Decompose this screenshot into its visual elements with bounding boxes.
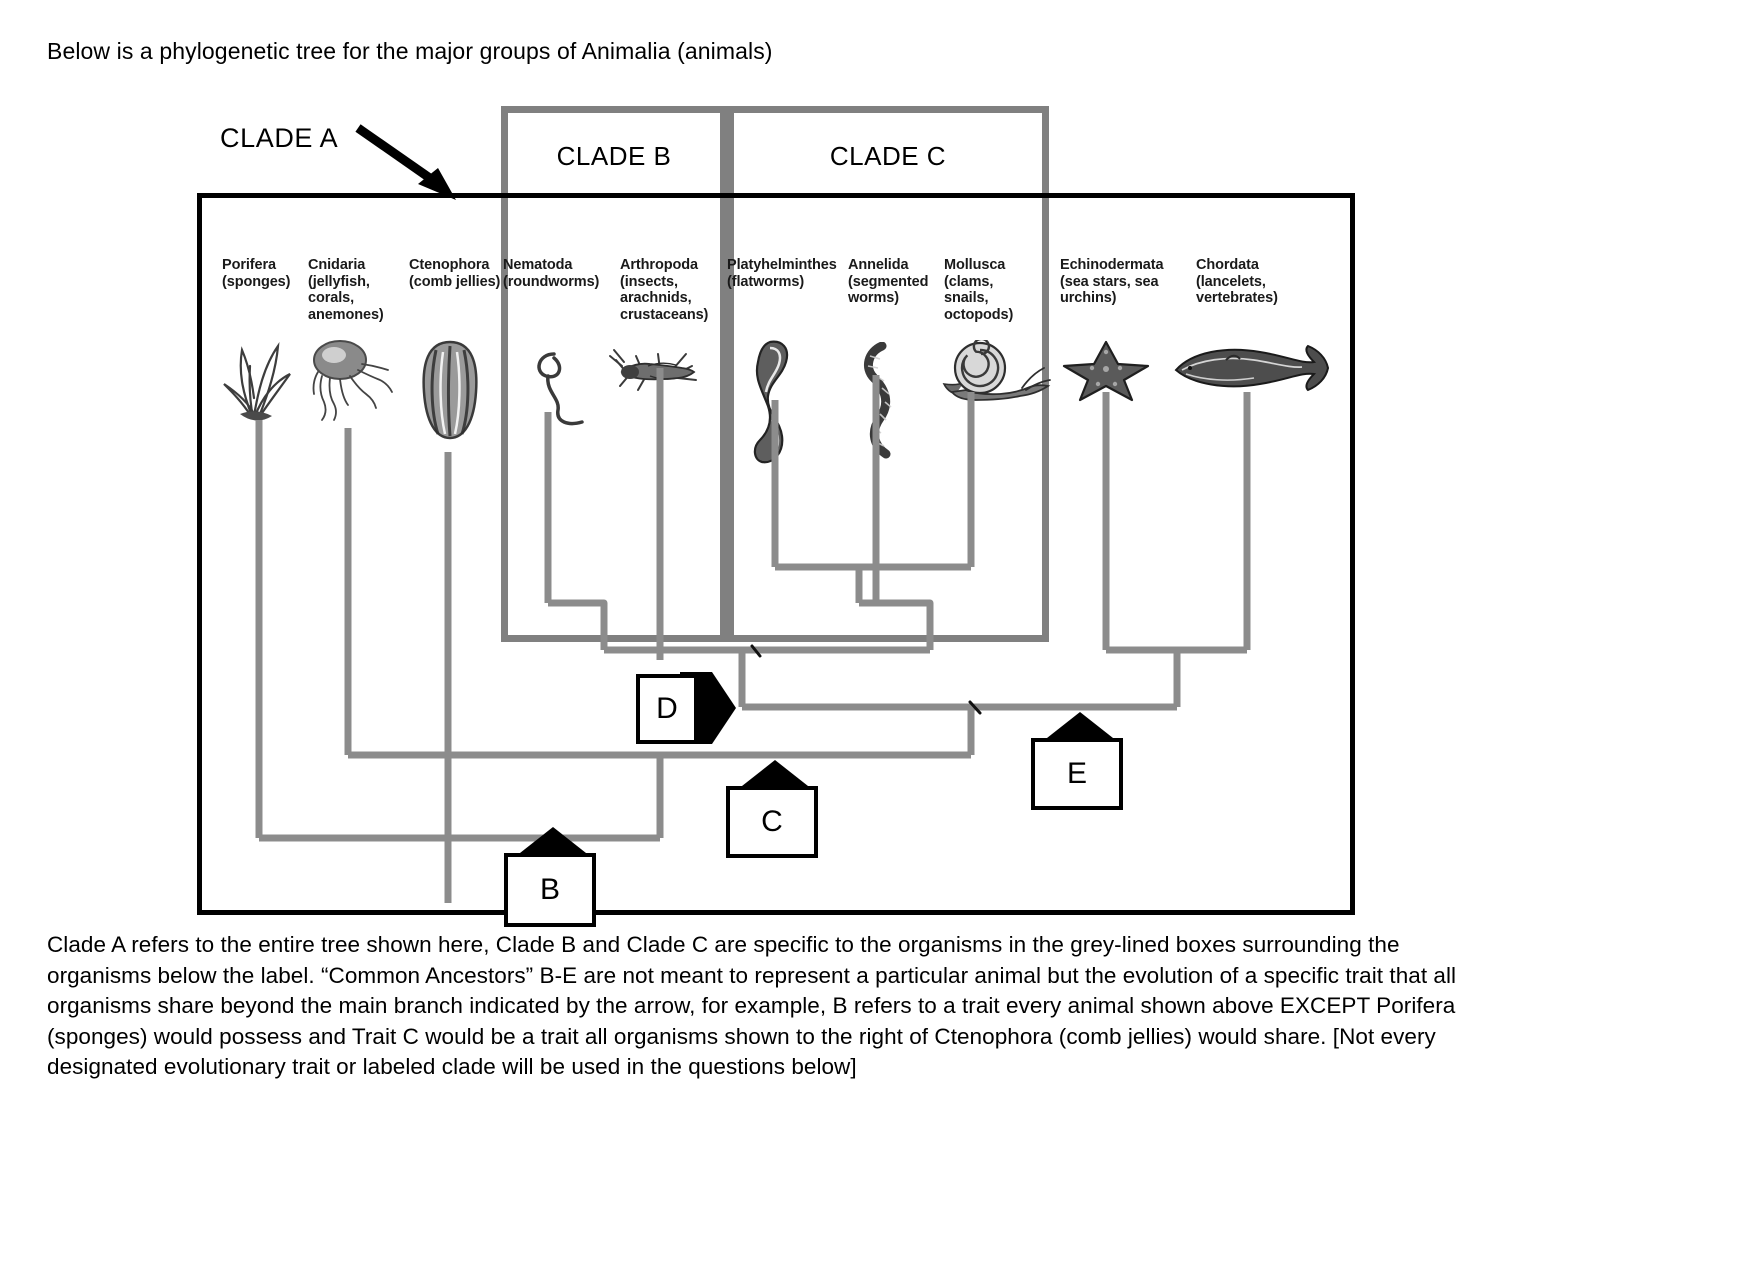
clade-a-arrow-icon bbox=[355, 124, 456, 200]
clade-b-title: CLADE B bbox=[556, 141, 672, 171]
taxon-label-nematoda: Nematoda (roundworms) bbox=[503, 257, 619, 290]
taxon-label-echinodermata: Echinodermata (sea stars, sea urchins) bbox=[1060, 257, 1184, 307]
taxon-name: Mollusca bbox=[944, 257, 1006, 273]
taxon-common: (roundworms) bbox=[503, 273, 600, 290]
taxon-label-annelida: Annelida (segmented worms) bbox=[848, 257, 942, 307]
taxon-common: (jellyfish, corals, anemones) bbox=[308, 273, 384, 323]
roundworm-icon bbox=[537, 352, 584, 426]
ancestor-b-letter: B bbox=[539, 873, 560, 906]
intro-text: Below is a phylogenetic tree for the maj… bbox=[47, 38, 773, 64]
ancestor-e-letter: E bbox=[1066, 757, 1087, 790]
taxon-common: (segmented worms) bbox=[848, 273, 929, 307]
clade-b-box: CLADE B bbox=[501, 106, 727, 642]
clade-c-box: CLADE C bbox=[727, 106, 1049, 642]
taxon-name: Annelida bbox=[848, 257, 909, 273]
taxon-common: (sea stars, sea urchins) bbox=[1060, 273, 1159, 307]
taxon-label-mollusca: Mollusca (clams, snails, octopods) bbox=[944, 257, 1034, 323]
taxon-label-ctenophora: Ctenophora (comb jellies) bbox=[409, 257, 501, 290]
whale-icon bbox=[1174, 344, 1330, 392]
taxon-label-cnidaria: Cnidaria (jellyfish, corals, anemones) bbox=[308, 257, 400, 323]
taxon-label-chordata: Chordata (lancelets, vertebrates) bbox=[1196, 257, 1308, 307]
taxon-name: Ctenophora bbox=[409, 257, 490, 273]
taxon-name: Arthropoda bbox=[620, 257, 698, 273]
ancestor-label-e: E bbox=[1031, 712, 1127, 812]
ancestor-label-c: C bbox=[726, 760, 822, 860]
snail-icon bbox=[942, 340, 1051, 401]
clade-a-label: CLADE A bbox=[220, 123, 339, 153]
caption-text: Clade A refers to the entire tree shown … bbox=[47, 932, 1457, 1079]
ancestor-d-box: D bbox=[636, 674, 698, 744]
taxon-common: (lancelets, vertebrates) bbox=[1196, 273, 1278, 307]
tick-e bbox=[968, 700, 982, 715]
taxon-common: (clams, snails, octopods) bbox=[944, 273, 1014, 323]
ancestor-e-box: E bbox=[1031, 738, 1123, 810]
taxon-name: Porifera bbox=[222, 257, 276, 273]
node-clade-b bbox=[548, 599, 608, 650]
taxon-common: (flatworms) bbox=[727, 273, 805, 290]
taxon-common: (comb jellies) bbox=[409, 273, 501, 290]
sponge-icon bbox=[223, 342, 291, 421]
ancestor-label-b: B bbox=[504, 827, 600, 927]
comb-jelly-icon bbox=[422, 340, 478, 440]
tick-d bbox=[750, 644, 762, 658]
taxon-name: Chordata bbox=[1196, 257, 1259, 273]
jellyfish-icon bbox=[312, 340, 393, 421]
clade-a-frame bbox=[197, 193, 1355, 915]
ancestor-d-letter: D bbox=[656, 692, 678, 725]
taxon-name: Nematoda bbox=[503, 257, 573, 273]
taxon-name: Cnidaria bbox=[308, 257, 366, 273]
node-clade-c bbox=[859, 599, 934, 650]
taxon-label-platyhelminthes: Platyhelminthes (flatworms) bbox=[727, 257, 845, 290]
taxon-label-porifera: Porifera (sponges) bbox=[222, 257, 306, 290]
taxon-name: Platyhelminthes bbox=[727, 257, 837, 273]
ancestor-c-box: C bbox=[726, 786, 818, 858]
sea-star-icon bbox=[1062, 340, 1150, 402]
taxon-name: Echinodermata bbox=[1060, 257, 1164, 273]
taxon-common: (insects, arachnids, crustaceans) bbox=[620, 273, 709, 323]
ancestor-label-d: D bbox=[636, 672, 746, 744]
clade-c-title: CLADE C bbox=[829, 141, 947, 171]
taxon-label-arthropoda: Arthropoda (insects, arachnids, crustace… bbox=[620, 257, 724, 323]
taxon-common: (sponges) bbox=[222, 273, 291, 290]
ancestor-c-letter: C bbox=[761, 805, 783, 838]
ancestor-b-box: B bbox=[504, 853, 596, 927]
